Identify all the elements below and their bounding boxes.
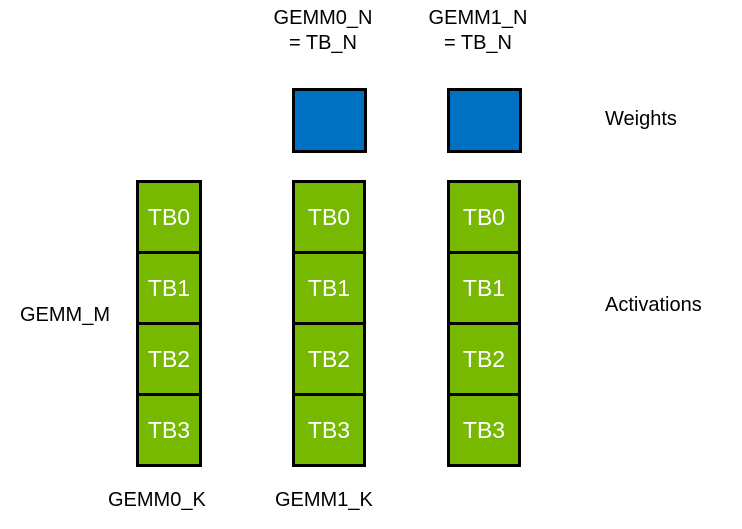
- tb-block: TB2: [295, 325, 363, 393]
- tb-block: TB1: [450, 254, 518, 322]
- tb-block: TB3: [295, 396, 363, 464]
- tb-block: TB1: [295, 254, 363, 322]
- gemm1-weights-square: [447, 88, 522, 153]
- activations-column-1: TB0 TB1 TB2 TB3: [292, 180, 366, 467]
- activations-column-0: TB0 TB1 TB2 TB3: [136, 180, 202, 467]
- gemm0-weights-square: [292, 88, 367, 153]
- gemm-m-label: GEMM_M: [20, 304, 110, 326]
- gemm0-n-label-line2: = TB_N: [289, 32, 357, 54]
- gemm0-n-label-line1: GEMM0_N: [273, 7, 373, 29]
- gemm1-k-label: GEMM1_K: [275, 489, 373, 511]
- gemm0-n-label: GEMM0_N = TB_N: [243, 6, 403, 56]
- tb-block: TB2: [139, 325, 199, 393]
- tb-block: TB3: [139, 396, 199, 464]
- gemm1-n-label-line2: = TB_N: [444, 32, 512, 54]
- tb-block: TB1: [139, 254, 199, 322]
- gemm1-n-label: GEMM1_N = TB_N: [398, 6, 558, 56]
- tb-block: TB0: [450, 183, 518, 251]
- gemm1-n-label-line1: GEMM1_N: [428, 7, 528, 29]
- tb-block: TB3: [450, 396, 518, 464]
- gemm0-k-label: GEMM0_K: [108, 489, 206, 511]
- weights-label: Weights: [605, 108, 677, 130]
- tb-block: TB0: [139, 183, 199, 251]
- activations-column-2: TB0 TB1 TB2 TB3: [447, 180, 521, 467]
- tb-block: TB2: [450, 325, 518, 393]
- activations-label: Activations: [605, 294, 702, 316]
- tb-block: TB0: [295, 183, 363, 251]
